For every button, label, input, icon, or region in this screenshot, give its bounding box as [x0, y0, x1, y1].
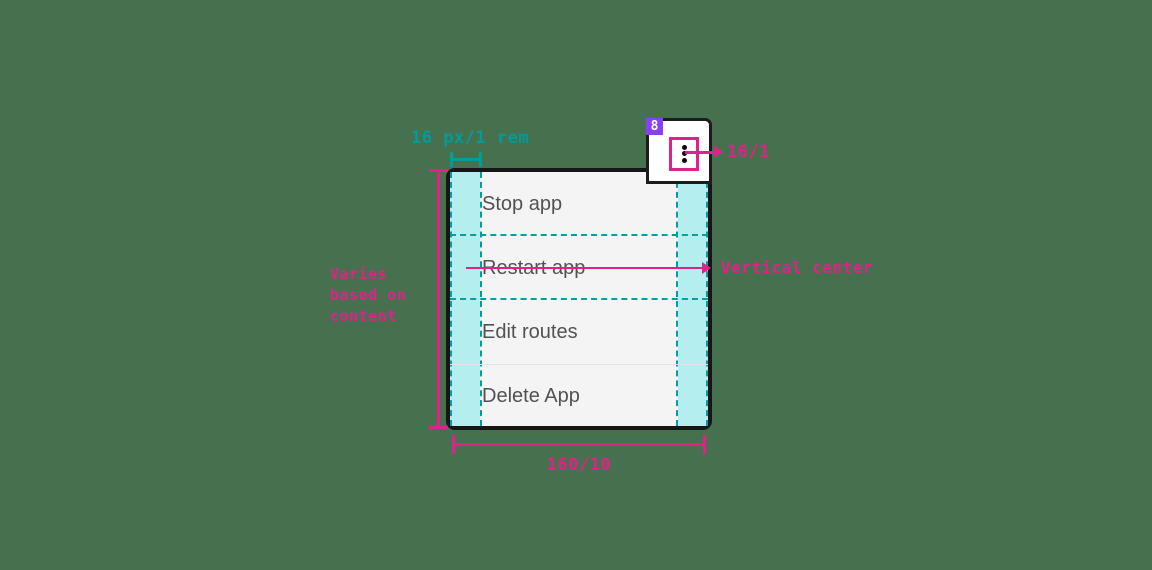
- guide-line-horizontal-first: [450, 234, 708, 236]
- kebab-dot: [681, 158, 687, 164]
- bracket-end-right: [479, 152, 482, 167]
- kebab-dot: [681, 151, 687, 157]
- menu-item-label: Delete App: [482, 385, 580, 407]
- trigger-size-leader-arrow: [714, 146, 723, 158]
- width-dimension-label: 160/10: [546, 455, 612, 475]
- menu-item-delete-app[interactable]: Delete App: [450, 364, 708, 428]
- height-dimension-label: Varies based on content: [330, 265, 407, 325]
- overflow-menu-vertical-icon[interactable]: [669, 137, 699, 171]
- menu-item-list: Stop app Restart app Edit routes Delete …: [450, 172, 708, 426]
- menu-item-edit-routes[interactable]: Edit routes: [450, 300, 708, 364]
- height-dimension-cap-bottom: [429, 426, 448, 429]
- width-dimension-line: [452, 443, 706, 446]
- height-dimension-line: [437, 169, 440, 429]
- trigger-badge: 8: [646, 118, 663, 135]
- trigger-size-label: 16/1: [727, 142, 770, 162]
- trigger-size-leader-line: [685, 151, 717, 154]
- bracket-end-left: [450, 152, 453, 167]
- bracket-bar: [450, 158, 482, 161]
- vertical-center-line: [466, 267, 706, 269]
- vertical-center-arrow: [702, 262, 711, 274]
- overflow-menu-panel: Stop app Restart app Edit routes Delete …: [446, 168, 712, 430]
- padding-measure-label: 16 px/1 rem: [411, 128, 530, 148]
- width-dimension-cap-right: [703, 435, 706, 454]
- menu-item-stop-app[interactable]: Stop app: [450, 172, 708, 236]
- kebab-dot: [681, 144, 687, 150]
- menu-item-label: Edit routes: [482, 320, 578, 343]
- padding-measure-bracket: [450, 152, 482, 167]
- vertical-center-label: Vertical center: [721, 258, 873, 277]
- guide-line-horizontal-second: [450, 298, 708, 300]
- menu-item-label: Stop app: [482, 192, 563, 215]
